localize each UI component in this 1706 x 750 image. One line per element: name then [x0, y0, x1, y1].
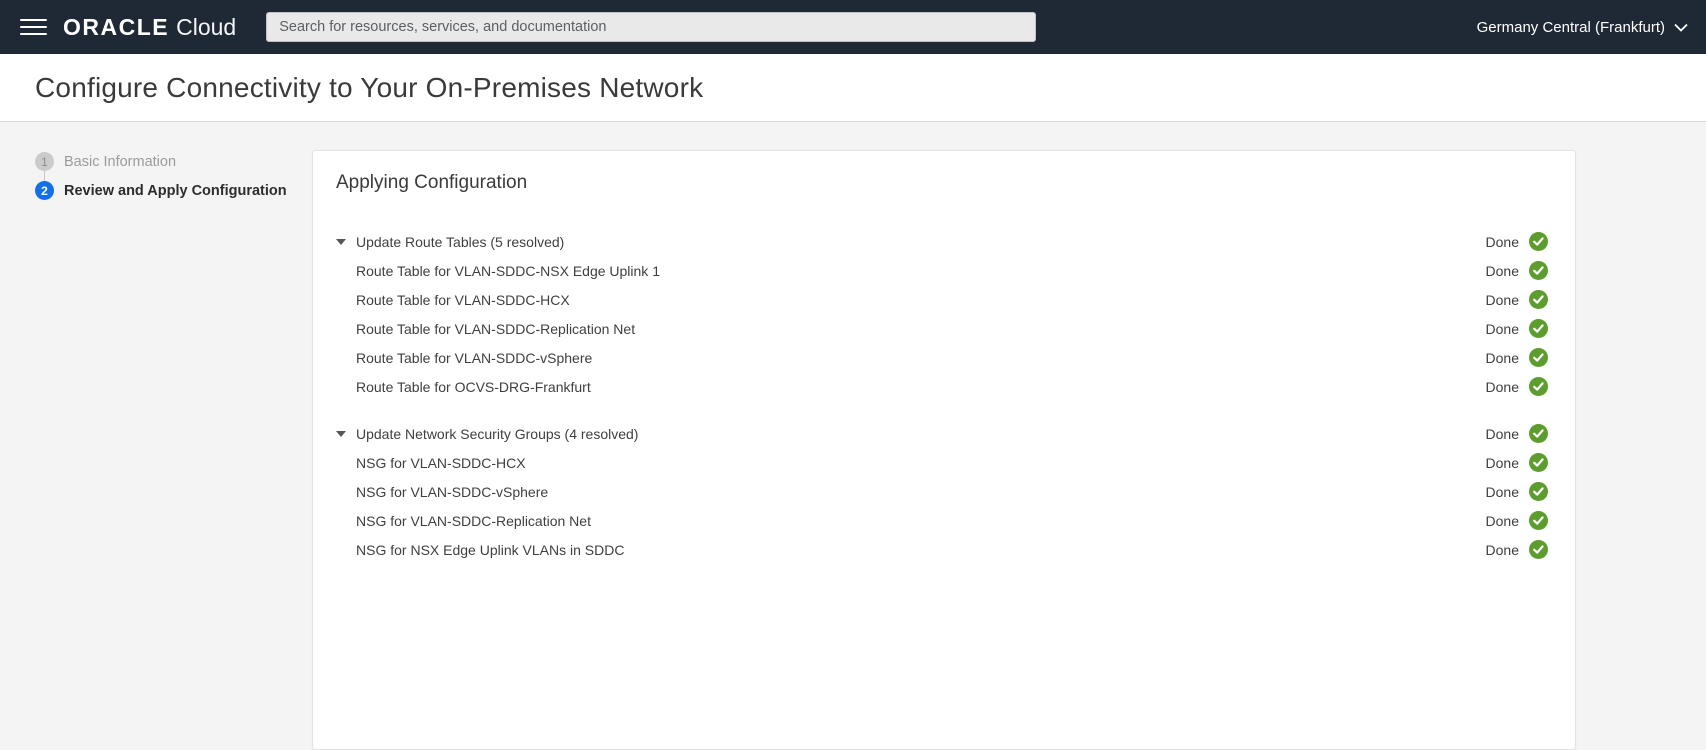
topbar: ORACLE Cloud Germany Central (Frankfurt): [0, 0, 1706, 54]
step-label: Review and Apply Configuration: [64, 182, 287, 199]
status-label: Done: [1485, 262, 1519, 279]
task-row: NSG for VLAN-SDDC-vSphere Done: [336, 477, 1548, 506]
status-label: Done: [1485, 233, 1519, 250]
brand-oracle: ORACLE: [63, 13, 170, 40]
row-status: Done: [1486, 319, 1548, 338]
status-done-icon: [1529, 319, 1548, 338]
task-row: NSG for VLAN-SDDC-HCX Done: [336, 448, 1548, 477]
hamburger-menu-icon[interactable]: [20, 19, 47, 35]
region-label: Germany Central (Frankfurt): [1476, 18, 1665, 36]
status-done-icon: [1529, 453, 1548, 472]
task-row: Route Table for VLAN-SDDC-Replication Ne…: [336, 314, 1548, 343]
status-done-icon: [1529, 232, 1548, 251]
task-label: NSG for NSX Edge Uplink VLANs in SDDC: [356, 541, 625, 558]
row-status: Done: [1486, 511, 1548, 530]
row-status: Done: [1486, 424, 1548, 443]
task-label: NSG for VLAN-SDDC-HCX: [356, 454, 526, 471]
task-label: Route Table for VLAN-SDDC-NSX Edge Uplin…: [356, 262, 660, 279]
step-number-badge: 2: [35, 181, 54, 200]
status-done-icon: [1529, 540, 1548, 559]
status-done-icon: [1529, 261, 1548, 280]
row-status: Done: [1486, 377, 1548, 396]
row-status: Done: [1486, 290, 1548, 309]
row-status: Done: [1486, 540, 1548, 559]
row-status: Done: [1486, 453, 1548, 472]
row-status: Done: [1486, 261, 1548, 280]
status-done-icon: [1529, 511, 1548, 530]
panel-title: Applying Configuration: [336, 172, 528, 193]
task-groups: Update Route Tables (5 resolved) Done Ro…: [336, 227, 1548, 564]
task-group: Update Network Security Groups (4 resolv…: [336, 419, 1548, 564]
task-group-header: Update Network Security Groups (4 resolv…: [336, 419, 1548, 448]
status-label: Done: [1485, 512, 1519, 529]
chevron-down-icon: [1674, 23, 1688, 32]
region-selector[interactable]: Germany Central (Frankfurt): [1477, 19, 1688, 36]
step-number-badge: 1: [35, 152, 54, 171]
status-label: Done: [1485, 349, 1519, 366]
task-group-label: Update Route Tables (5 resolved): [356, 233, 565, 250]
status-done-icon: [1529, 482, 1548, 501]
row-status: Done: [1486, 348, 1548, 367]
task-group-items: Route Table for VLAN-SDDC-NSX Edge Uplin…: [336, 256, 1548, 401]
task-group-items: NSG for VLAN-SDDC-HCX Done NSG for VLAN-…: [336, 448, 1548, 564]
task-row: NSG for VLAN-SDDC-Replication Net Done: [336, 506, 1548, 535]
task-label: Route Table for VLAN-SDDC-HCX: [356, 291, 570, 308]
wizard-step-basic-information[interactable]: 1 Basic Information: [35, 147, 287, 176]
step-connector-line: [44, 171, 45, 181]
task-label: Route Table for VLAN-SDDC-Replication Ne…: [356, 320, 636, 337]
step-label: Basic Information: [64, 153, 177, 170]
applying-configuration-card: Applying Configuration Update Route Tabl…: [312, 150, 1576, 750]
status-label: Done: [1485, 320, 1519, 337]
status-label: Done: [1485, 454, 1519, 471]
task-group-header: Update Route Tables (5 resolved) Done: [336, 227, 1548, 256]
caret-down-icon[interactable]: [336, 430, 356, 437]
wizard-steps: 1 Basic Information 2 Review and Apply C…: [35, 147, 287, 205]
status-done-icon: [1529, 348, 1548, 367]
page-title-bar: Configure Connectivity to Your On-Premis…: [0, 54, 1706, 122]
content-area: 1 Basic Information 2 Review and Apply C…: [0, 122, 1706, 750]
row-status: Done: [1486, 482, 1548, 501]
status-label: Done: [1485, 291, 1519, 308]
task-row: Route Table for VLAN-SDDC-NSX Edge Uplin…: [336, 256, 1548, 285]
task-group: Update Route Tables (5 resolved) Done Ro…: [336, 227, 1548, 401]
task-row: Route Table for VLAN-SDDC-vSphere Done: [336, 343, 1548, 372]
oracle-cloud-logo: ORACLE Cloud: [63, 14, 236, 41]
task-row: Route Table for VLAN-SDDC-HCX Done: [336, 285, 1548, 314]
status-label: Done: [1485, 541, 1519, 558]
status-label: Done: [1485, 483, 1519, 500]
brand-cloud: Cloud: [176, 13, 237, 40]
status-done-icon: [1529, 377, 1548, 396]
task-label: Route Table for VLAN-SDDC-vSphere: [356, 349, 593, 366]
row-status: Done: [1486, 232, 1548, 251]
search-input[interactable]: [266, 12, 1037, 42]
status-done-icon: [1529, 290, 1548, 309]
wizard-step-review-apply[interactable]: 2 Review and Apply Configuration: [35, 176, 287, 205]
task-label: NSG for VLAN-SDDC-Replication Net: [356, 512, 591, 529]
task-label: Route Table for OCVS-DRG-Frankfurt: [356, 378, 591, 395]
status-done-icon: [1529, 424, 1548, 443]
task-group-label: Update Network Security Groups (4 resolv…: [356, 425, 639, 442]
task-row: Route Table for OCVS-DRG-Frankfurt Done: [336, 372, 1548, 401]
page-title: Configure Connectivity to Your On-Premis…: [35, 71, 704, 103]
status-label: Done: [1485, 425, 1519, 442]
task-label: NSG for VLAN-SDDC-vSphere: [356, 483, 549, 500]
status-label: Done: [1485, 378, 1519, 395]
caret-down-icon[interactable]: [336, 238, 356, 245]
task-row: NSG for NSX Edge Uplink VLANs in SDDC Do…: [336, 535, 1548, 564]
